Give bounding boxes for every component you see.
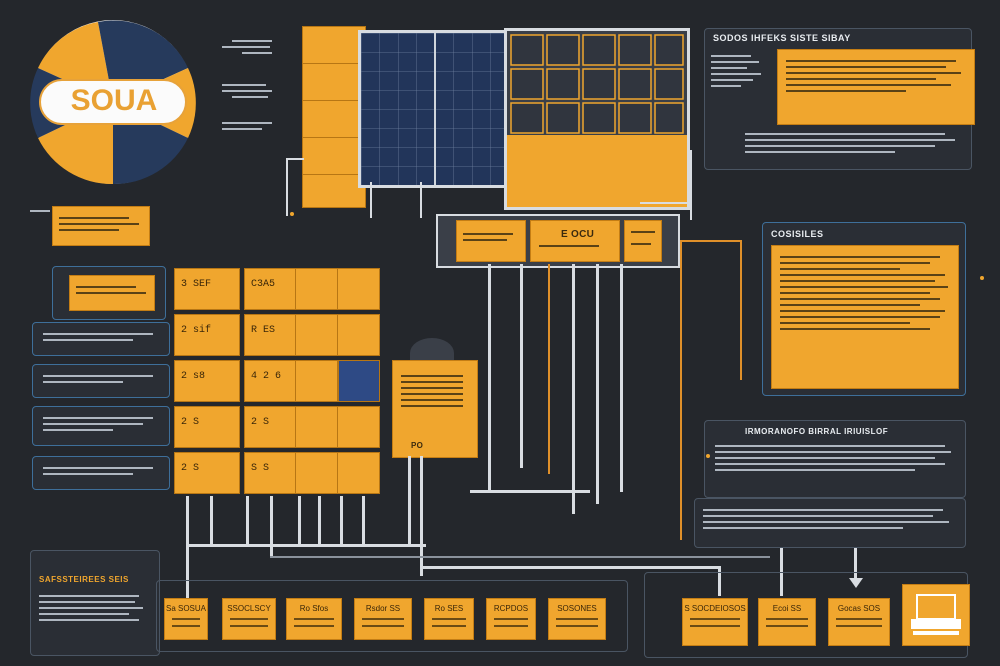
bottom-box-1: Sa SOSUA: [164, 598, 208, 640]
bottom-box-4: Rsdor SS: [354, 598, 412, 640]
bottom-box-5: Ro SES: [424, 598, 474, 640]
inverter-label: PO: [411, 441, 424, 450]
wire: [362, 496, 365, 546]
solar-panel-2: [504, 28, 690, 210]
wire: [370, 182, 372, 218]
wire: [420, 182, 422, 218]
wire: [270, 556, 770, 558]
controller-unit: E OCU: [436, 214, 680, 268]
arrow-down-icon: [849, 578, 863, 588]
inverter: PO: [392, 360, 478, 458]
mid-right-panel-title: IRMORANOFO BIRRAL IRIUISLOF: [745, 427, 889, 436]
bottom-box-2: SSOCLSCY: [222, 598, 276, 640]
wire-orange: [680, 240, 682, 540]
right-info-panel: COSISILES: [762, 222, 966, 396]
top-panel-side-text: [711, 51, 767, 91]
wire-orange: [680, 240, 740, 242]
wire: [572, 264, 575, 514]
wire: [286, 158, 304, 160]
wire-orange: [740, 240, 742, 380]
battery-cell: 2 s8: [174, 360, 240, 402]
wire: [780, 540, 783, 596]
wire: [340, 496, 343, 546]
wire: [186, 496, 189, 598]
battery-bank: 3 SEF C3A5 2 sif R ES 2 s8 4 2 6 2 S 2 S…: [174, 264, 380, 496]
logo-side-text-3: [222, 118, 280, 134]
bottom-box-3: Ro Sfos: [286, 598, 342, 640]
router-icon: [902, 584, 970, 646]
wire: [640, 202, 692, 204]
wire: [620, 264, 623, 492]
logo: SOUA: [18, 18, 208, 186]
orange-side-panel: [302, 26, 366, 208]
controller-center: E OCU: [530, 220, 620, 262]
wire: [270, 496, 273, 556]
bottom-bar: [156, 580, 628, 652]
top-panel-body-text: [745, 129, 963, 157]
bottom-left-title: SAFSSTEIREES SEIS: [39, 575, 129, 584]
right-panel-orange-box: [771, 245, 959, 389]
mid-right-panel: IRMORANOFO BIRRAL IRIUISLOF: [704, 420, 966, 498]
controller-right: [624, 220, 662, 262]
logo-side-text: [222, 36, 280, 58]
logo-graphic: [30, 20, 196, 185]
wire: [298, 496, 301, 546]
battery-cell: 2 S: [174, 406, 240, 448]
battery-cell: R ES: [244, 314, 380, 356]
battery-cell: 3 SEF: [174, 268, 240, 310]
wire: [470, 490, 590, 493]
logo-side-text-2: [222, 80, 280, 102]
wire: [408, 456, 411, 546]
dot: [980, 276, 984, 280]
bottom-right-box-3: Gocas SOS: [828, 598, 890, 646]
battery-cell: 2 S: [244, 406, 380, 448]
battery-cell: 4 2 6: [244, 360, 338, 402]
dot: [290, 212, 294, 216]
wire: [186, 544, 426, 547]
bottom-right-box-2: Ecoi SS: [758, 598, 816, 646]
wire: [318, 496, 321, 546]
wire: [690, 150, 692, 220]
wire: [854, 540, 857, 580]
wire: [246, 496, 249, 546]
left-panel-5: [32, 456, 170, 490]
controller-label: E OCU: [561, 229, 595, 240]
lower-right-panel: [694, 498, 966, 548]
solar-grid: [361, 33, 509, 185]
battery-cell-blue: [338, 360, 380, 402]
router-icon-graphic: [911, 594, 961, 635]
wire: [420, 456, 423, 576]
bottom-right-box-1: S SOCDEIOSOS: [682, 598, 748, 646]
left-panel-4: [32, 406, 170, 446]
battery-cell: 2 sif: [174, 314, 240, 356]
left-panel-3: [32, 364, 170, 398]
logo-text: SOUA: [70, 84, 158, 117]
wire: [286, 158, 288, 216]
wire: [488, 264, 491, 490]
battery-cell: 2 S: [174, 452, 240, 494]
controller-left: [456, 220, 526, 262]
wire: [596, 264, 599, 504]
wire: [520, 264, 523, 468]
left-panel-1: [52, 266, 166, 320]
solar-grid-2: [507, 31, 687, 135]
solar-panel: [358, 30, 512, 188]
wire: [718, 566, 721, 596]
battery-cell: C3A5: [244, 268, 380, 310]
top-panel-orange-box: [777, 49, 975, 125]
bottom-box-6: RCPDOS: [486, 598, 536, 640]
bottom-left-panel: SAFSSTEIREES SEIS: [30, 550, 160, 656]
battery-cell: S S: [244, 452, 380, 494]
dot: [706, 454, 710, 458]
wire: [210, 496, 213, 546]
wire-orange: [548, 264, 550, 474]
right-panel-title: COSISILES: [771, 229, 824, 239]
left-note-1: [30, 206, 150, 246]
top-panel-title: SODOS IHFEKS SISTE SIBAY: [713, 33, 851, 43]
top-info-panel: SODOS IHFEKS SISTE SIBAY: [704, 28, 975, 170]
bottom-box-7: SOSONES: [548, 598, 606, 640]
wire: [420, 566, 720, 569]
left-panel-2: [32, 322, 170, 356]
